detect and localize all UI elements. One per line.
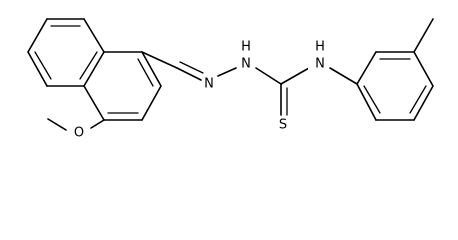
methoxy-group: O <box>47 118 105 141</box>
thioamide-hydrogen-label: H <box>315 40 325 55</box>
hydrazine-hydrogen-label: H <box>241 40 251 55</box>
methoxy-oxygen-label: O <box>74 126 84 141</box>
thioamide-nitrogen-label: N <box>315 57 325 72</box>
methyl-group <box>413 18 434 53</box>
hydrazine-nitrogen-label: N <box>241 57 251 72</box>
hydrazone-linker: N <box>141 51 237 92</box>
tolyl-ring <box>356 51 434 121</box>
hydrazone-nitrogen-label: N <box>204 77 214 92</box>
thiocarbonyl-group: S <box>276 67 310 133</box>
thioamide-nh-group: H N <box>308 40 358 85</box>
chemical-structure-diagram: O N H N S H N <box>27 18 434 141</box>
sulfur-label: S <box>279 118 287 133</box>
naphthalene-ring-left <box>27 18 105 87</box>
naphthalene-ring-right <box>83 51 162 121</box>
hydrazine-nh-group: H N <box>237 40 282 85</box>
